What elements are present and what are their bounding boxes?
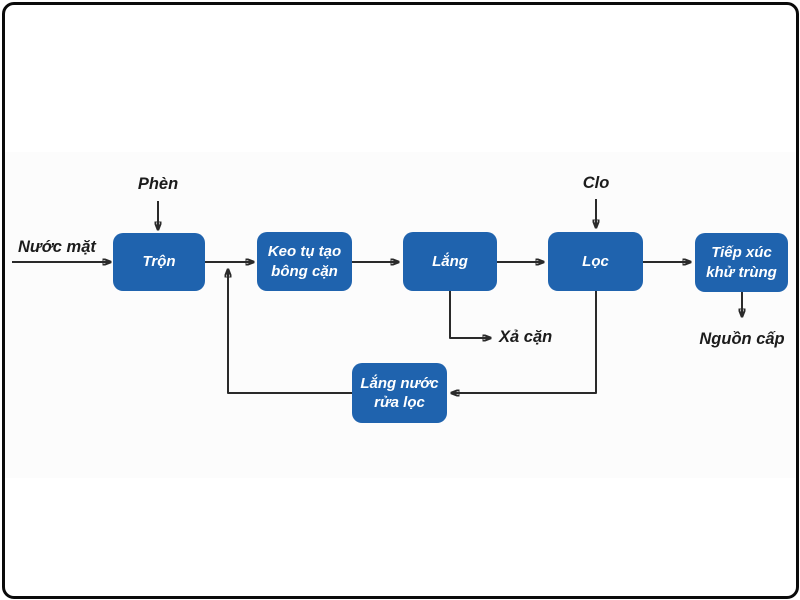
node-keo-tu-tao-bong-can: Keo tụ tạo bông cặn [257, 232, 352, 291]
connector-langnuoc-feedback-to-mainline [228, 270, 352, 394]
node-keotu-label-line1: Keo tụ tạo [267, 243, 342, 260]
node-lang-label: Lắng [432, 252, 468, 270]
label-nguon-cap: Nguồn cấp [699, 330, 785, 348]
node-tiepxuc-label-line2: khử trùng [706, 263, 777, 281]
diagram-background-band [5, 152, 795, 478]
node-tiep-xuc-khu-trung: Tiếp xúc khử trùng [695, 233, 788, 292]
node-lang: Lắng [403, 232, 497, 291]
label-phen: Phèn [137, 175, 179, 193]
connector-lang-to-xacan [449, 291, 490, 338]
node-keotu-label-line2: bông cặn [271, 262, 338, 280]
node-tron-label: Trộn [142, 253, 176, 271]
node-lang-nuoc-rua-loc: Lắng nước rửa lọc [352, 363, 447, 423]
node-loc-label: Lọc [582, 252, 609, 270]
label-nuoc-mat: Nước mặt [18, 238, 96, 256]
node-tron: Trộn [113, 233, 205, 291]
label-clo: Clo [582, 174, 610, 192]
node-tiepxuc-label-line1: Tiếp xúc [711, 244, 772, 261]
label-xa-can: Xả cặn [499, 328, 553, 346]
connector-loc-to-langnuoc [452, 291, 597, 393]
node-langnuoc-label-line1: Lắng nước [360, 374, 439, 392]
node-loc: Lọc [548, 232, 643, 291]
node-langnuoc-label-line2: rửa lọc [374, 394, 425, 411]
